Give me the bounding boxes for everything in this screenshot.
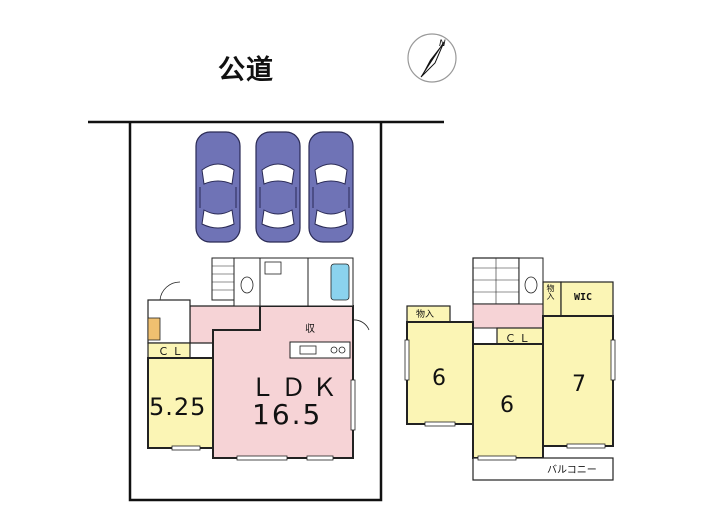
kitchen-counter [289,341,351,359]
bedroom-2f-left [406,321,474,425]
shoe-cabinet [147,317,161,341]
compass-icon: N [407,33,457,83]
road-label: 公道 [218,55,274,86]
parked-car [308,131,354,243]
bedroom-2f-left-size: 6 [432,366,446,391]
wic-label: WIC [574,292,593,303]
ldk-size: 16.5 [252,398,323,431]
ldk-label: ＬＤＫ [250,373,344,402]
bedroom-2f-center [472,343,544,459]
hallway-2f [472,303,544,329]
bedroom-2f-right-size: 7 [572,372,586,397]
storage-label-1f: 収 [305,324,315,335]
compass-north-label: N [439,39,446,49]
lot-boundary [128,122,383,502]
parked-car [195,131,241,243]
storage-2f-right-label: 物入 [546,284,555,300]
bedroom-2f-right [542,315,614,447]
balcony-label: バルコニー [547,465,597,476]
walk-in-closet [560,281,614,317]
bedroom-1f-size: 5.25 [149,393,207,421]
stairs-1f [211,257,235,301]
parked-car [255,131,301,243]
bathtub [330,263,350,301]
balcony [472,457,614,481]
bedroom-2f-center-size: 6 [500,393,514,418]
closet-2f-label: ＣＬ [505,332,533,345]
storage-2f-left-label: 物入 [416,310,435,320]
closet-label-1f: ＣＬ [158,345,186,358]
